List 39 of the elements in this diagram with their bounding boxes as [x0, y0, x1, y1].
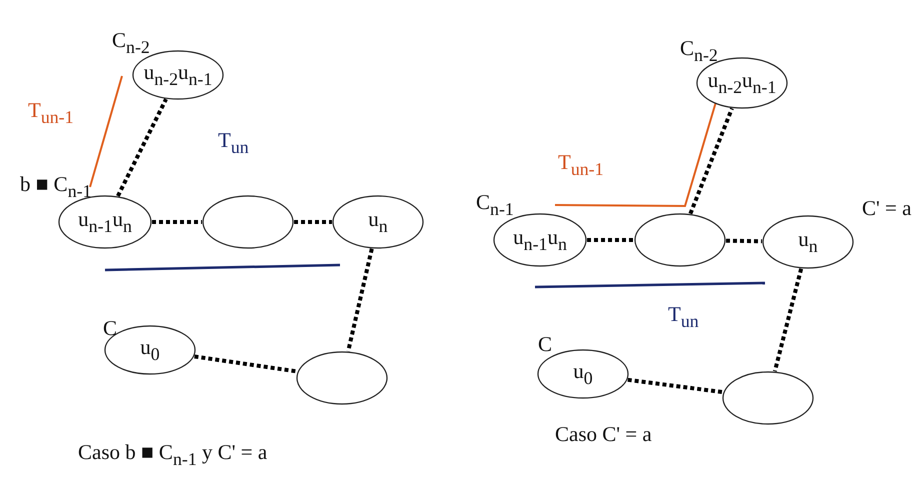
set-label: C$_{n-2}$ — [680, 36, 718, 66]
math-label: C' = a — [862, 196, 912, 221]
ellipse-node — [202, 195, 294, 249]
dotted-connector — [346, 248, 374, 352]
node-label: u$_{0}$ — [140, 334, 160, 366]
node-label: u$_{n}$ — [798, 226, 818, 258]
ellipse-node — [296, 351, 388, 405]
set-label: C — [103, 316, 118, 341]
ellipse-node — [493, 213, 587, 267]
ellipse-node — [58, 195, 152, 249]
dotted-connector — [294, 220, 332, 224]
node-label: u$_{n}$ — [368, 206, 388, 238]
ellipse-node — [332, 195, 424, 249]
math-label: T$_{un-1}$ — [558, 150, 604, 180]
math-label: T$_{un}$ — [668, 302, 699, 332]
ellipse-node — [634, 213, 726, 267]
dotted-connector — [688, 108, 734, 214]
node-label: u$_{n-2}$u$_{n-1}$ — [144, 60, 212, 90]
ellipse-node — [722, 371, 814, 425]
dotted-connector — [152, 220, 202, 224]
node-label: u$_{n-1}$u$_{n}$ — [513, 224, 567, 256]
set-label: C — [538, 332, 552, 357]
node-label: u$_{0}$ — [573, 358, 593, 390]
dotted-connector — [587, 238, 634, 242]
dotted-connector — [726, 238, 762, 244]
set-label: C$_{n-2}$ — [112, 28, 150, 58]
math-label: T$_{un}$ — [218, 128, 249, 158]
dotted-connector — [627, 378, 724, 394]
dotted-connector — [772, 268, 804, 372]
set-label: C$_{n-1}$ — [476, 190, 514, 220]
node-label: u$_{n-2}$u$_{n-1}$ — [708, 68, 776, 98]
math-label: T$_{un-1}$ — [28, 98, 74, 128]
math-label: Caso b ■ C$_{n-1}$ y C' = a — [78, 440, 268, 470]
dotted-connector — [116, 98, 168, 197]
math-label: Caso C' = a — [555, 422, 652, 447]
set-label: b ■ C$_{n-1}$ — [20, 172, 92, 202]
dotted-connector — [194, 354, 298, 374]
node-label: u$_{n-1}$u$_{n}$ — [78, 206, 132, 238]
ellipse-node — [762, 215, 854, 269]
